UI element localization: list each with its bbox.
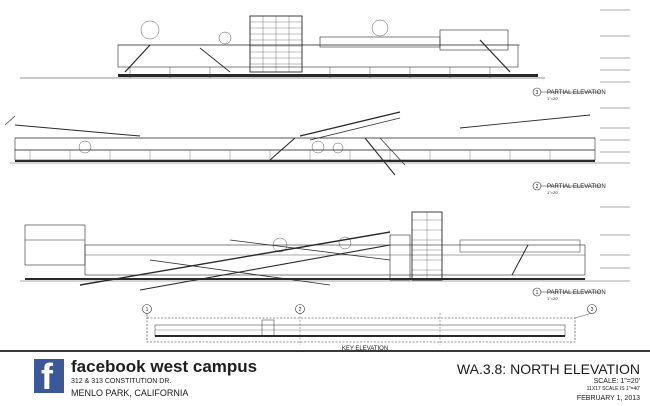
key-marker-2: [295, 304, 305, 314]
scale-sub-note: 11X17 SCALE IS 1"=40': [586, 386, 640, 392]
elevation-2-number: 2: [536, 184, 539, 190]
elevation-1-drawing: [20, 206, 630, 297]
title-block-rule: [0, 350, 650, 352]
key-marker-3: [587, 304, 597, 314]
elevation-1-scale: 1"=20': [547, 296, 558, 301]
project-title: facebook west campus: [71, 357, 258, 376]
elevation-2-drawing: [4, 107, 630, 191]
key-elevation-drawing: [142, 304, 597, 345]
elevation-1-label: PARTIAL ELEVATION: [547, 290, 606, 296]
key-marker-3-label: 3: [591, 307, 594, 313]
facebook-logo: f: [34, 356, 64, 397]
project-address-line-2: MENLO PARK, CALIFORNIA: [71, 388, 189, 398]
elevation-2-label: PARTIAL ELEVATION: [547, 184, 606, 190]
elevation-3-scale: 1"=20': [547, 96, 558, 101]
elevation-3-label: PARTIAL ELEVATION: [547, 90, 606, 96]
elevation-2-scale: 1"=20': [547, 190, 558, 195]
sheet-date: FEBRUARY 1, 2013: [576, 395, 640, 402]
sheet-title: WA.3.8: NORTH ELEVATION: [456, 361, 640, 377]
key-marker-2-label: 2: [299, 307, 302, 313]
elevation-3-number: 3: [536, 90, 539, 96]
key-marker-1-label: 1: [146, 307, 149, 313]
scale-note: SCALE: 1"=20': [593, 378, 640, 385]
elevation-3-drawing: [20, 9, 630, 97]
key-elevation-label: KEY ELEVATION: [342, 346, 388, 352]
elevation-1-number: 1: [536, 290, 539, 296]
key-marker-1: [142, 304, 152, 314]
project-address-line-1: 312 & 313 CONSTITUTION DR.: [71, 378, 172, 385]
logo-letter: f: [41, 356, 53, 397]
